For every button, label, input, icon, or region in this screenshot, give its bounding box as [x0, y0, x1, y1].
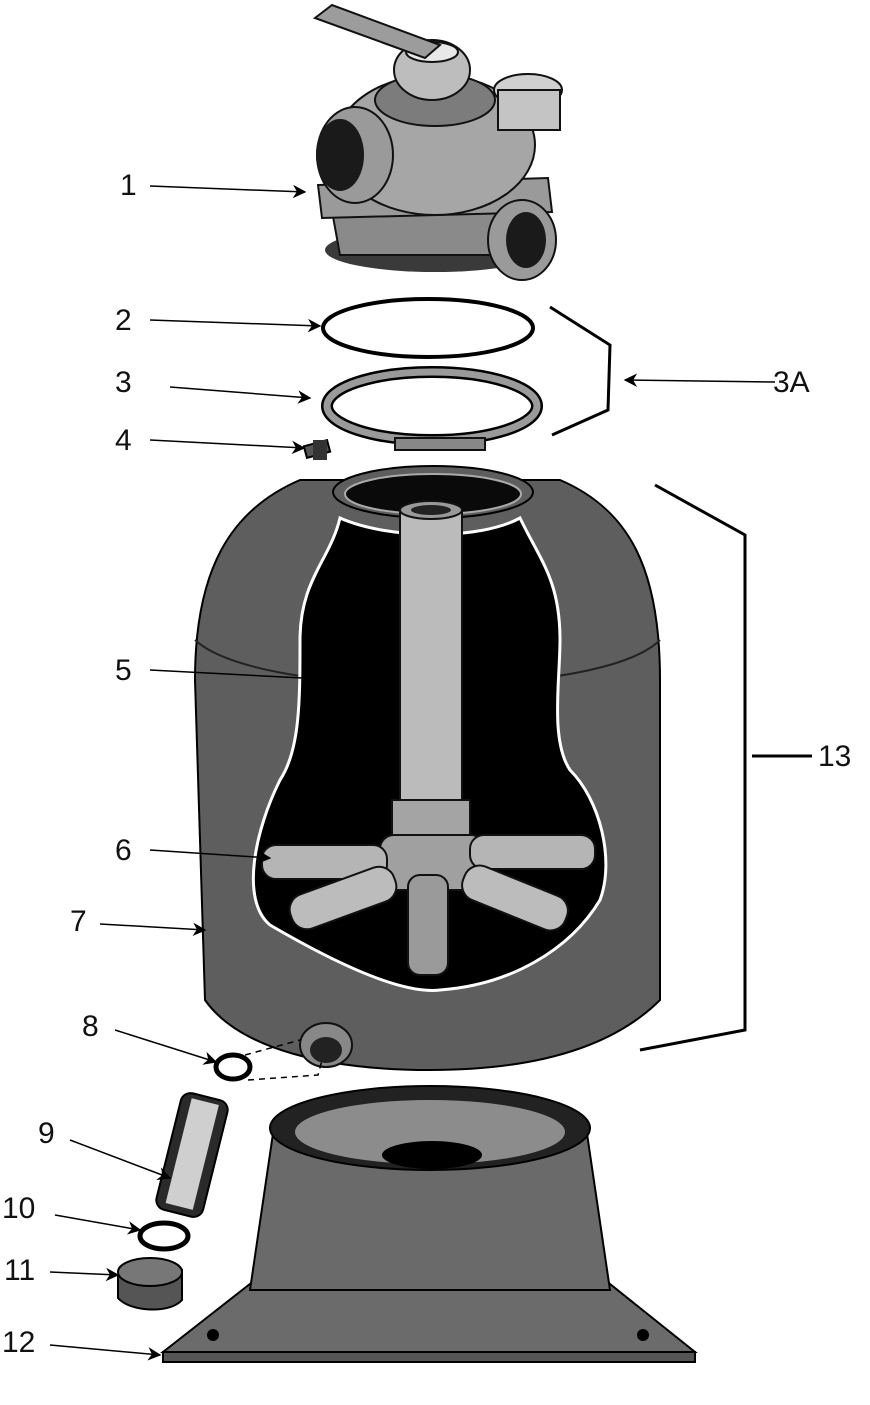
callout-9: 9: [38, 1117, 55, 1150]
callout-1: 1: [120, 169, 137, 202]
o-ring: [321, 297, 535, 359]
callout-10: 10: [2, 1192, 35, 1225]
clamp-ring: [321, 366, 543, 451]
bracket-3a: [549, 305, 612, 437]
cap-o-ring: [137, 1220, 191, 1252]
callout-3: 3: [115, 366, 132, 399]
drain-port: [299, 1022, 353, 1068]
multiport-valve: [312, 3, 563, 281]
clamp-screw: [302, 438, 332, 460]
standpipe: [391, 500, 471, 846]
leader-8: [114, 1029, 218, 1065]
callout-13: 13: [818, 740, 851, 773]
callout-2: 2: [115, 304, 132, 337]
callout-3a: 3A: [773, 366, 810, 399]
leader-5: [149, 669, 400, 690]
callout-11: 11: [4, 1254, 35, 1287]
drain-cap: [117, 1257, 183, 1311]
callout-5: 5: [115, 654, 132, 687]
leader-10: [54, 1214, 142, 1235]
callout-4: 4: [115, 424, 132, 457]
leader-9: [69, 1139, 172, 1180]
leader-4: [149, 439, 306, 455]
callout-8: 8: [82, 1010, 99, 1043]
leader-3a: [623, 373, 776, 387]
leader-11: [49, 1267, 120, 1282]
callout-6: 6: [115, 834, 132, 867]
lateral-assembly: [261, 834, 596, 976]
leader-6: [149, 849, 272, 864]
bracket-13: [639, 483, 747, 1052]
leader-1: [149, 184, 307, 199]
leader-12: [49, 1344, 162, 1361]
leader-2: [149, 318, 322, 333]
drain-guide-dashes: [244, 1039, 323, 1081]
leader-3: [169, 386, 312, 404]
callout-12: 12: [2, 1326, 35, 1359]
drain-pipe: [155, 1092, 229, 1218]
drain-o-ring: [213, 1052, 253, 1082]
leader-7: [99, 922, 207, 937]
callout-7: 7: [70, 905, 87, 938]
filter-base: [160, 1085, 698, 1363]
